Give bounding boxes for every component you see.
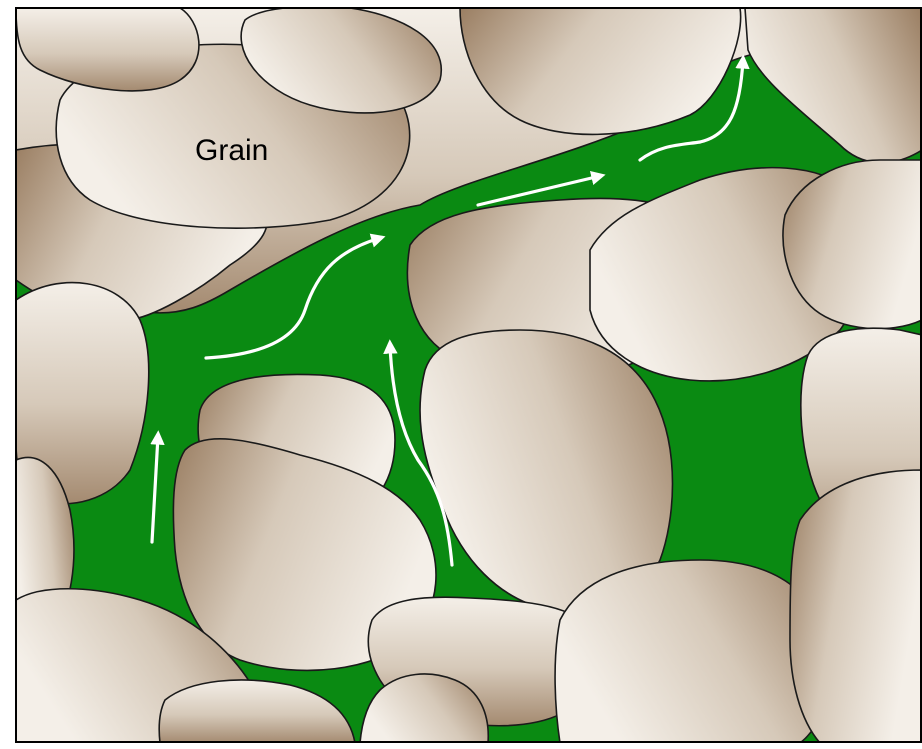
grain (790, 470, 922, 743)
grain-label: Grain (195, 134, 268, 167)
grain (555, 560, 830, 743)
